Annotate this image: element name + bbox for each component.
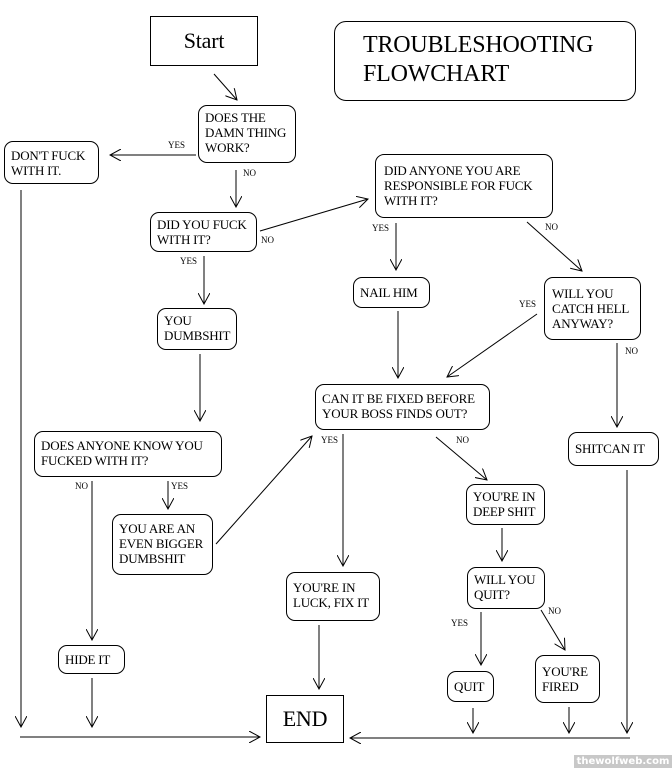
node-responsible: DID ANYONE YOU ARE RESPONSIBLE FOR FUCK … [375,154,553,218]
label-fixed-yes: YES [321,435,339,445]
label-works-yes: YES [168,140,186,150]
label-anyone-yes: YES [171,481,189,491]
edge-responsible-no [526,221,582,271]
edge-messed-no [259,199,368,232]
node-dont-touch: DON'T FUCK WITH IT. [4,141,99,184]
start-node: Start [150,16,258,66]
node-dumbshit: YOU DUMBSHIT [157,308,237,350]
edge-start-works [213,73,237,100]
label-responsible-no: NO [545,222,558,232]
label-quit-yes: YES [451,618,469,628]
node-deep-trouble: YOU'RE IN DEEP SHIT [466,484,545,525]
flowchart-title: TROUBLESHOOTING FLOWCHART [334,21,636,101]
label-works-no: NO [243,168,256,178]
node-catch-hell: WILL YOU CATCH HELL ANYWAY? [544,277,641,340]
label-fixed-no: NO [456,435,469,445]
node-bigger-dumbshit: YOU ARE AN EVEN BIGGER DUMBSHIT [112,514,213,575]
label-catch-hell-yes: YES [519,299,537,309]
node-anyone-know: DOES ANYONE KNOW YOU FUCKED WITH IT? [34,431,222,477]
node-does-it-work: DOES THE DAMN THING WORK? [198,105,296,163]
node-shitcan: SHITCAN IT [568,432,659,466]
node-did-you-mess: DID YOU FUCK WITH IT? [150,212,257,252]
end-node: END [266,695,344,743]
node-hide-it: HIDE IT [58,645,125,674]
node-will-you-quit: WILL YOU QUIT? [467,567,545,609]
label-messed-yes: YES [180,256,198,266]
edge-catchhell-yes [447,313,538,377]
node-lucky: YOU'RE IN LUCK, FIX IT [286,572,380,621]
node-fired: YOU'RE FIRED [535,655,600,703]
label-anyone-no: NO [75,481,88,491]
edge-quitq-no [540,609,565,650]
edge-fixed-no [435,436,487,480]
label-responsible-yes: YES [372,223,390,233]
watermark: thewolfweb.com [574,755,672,768]
label-catch-hell-no: NO [625,346,638,356]
node-quit: QUIT [447,671,494,702]
node-fixed-before: CAN IT BE FIXED BEFORE YOUR BOSS FINDS O… [315,384,490,430]
label-quit-no: NO [548,606,561,616]
edge-bigger-fixed [215,436,312,545]
label-messed-no: NO [261,235,274,245]
node-nail-him: NAIL HIM [353,277,430,308]
